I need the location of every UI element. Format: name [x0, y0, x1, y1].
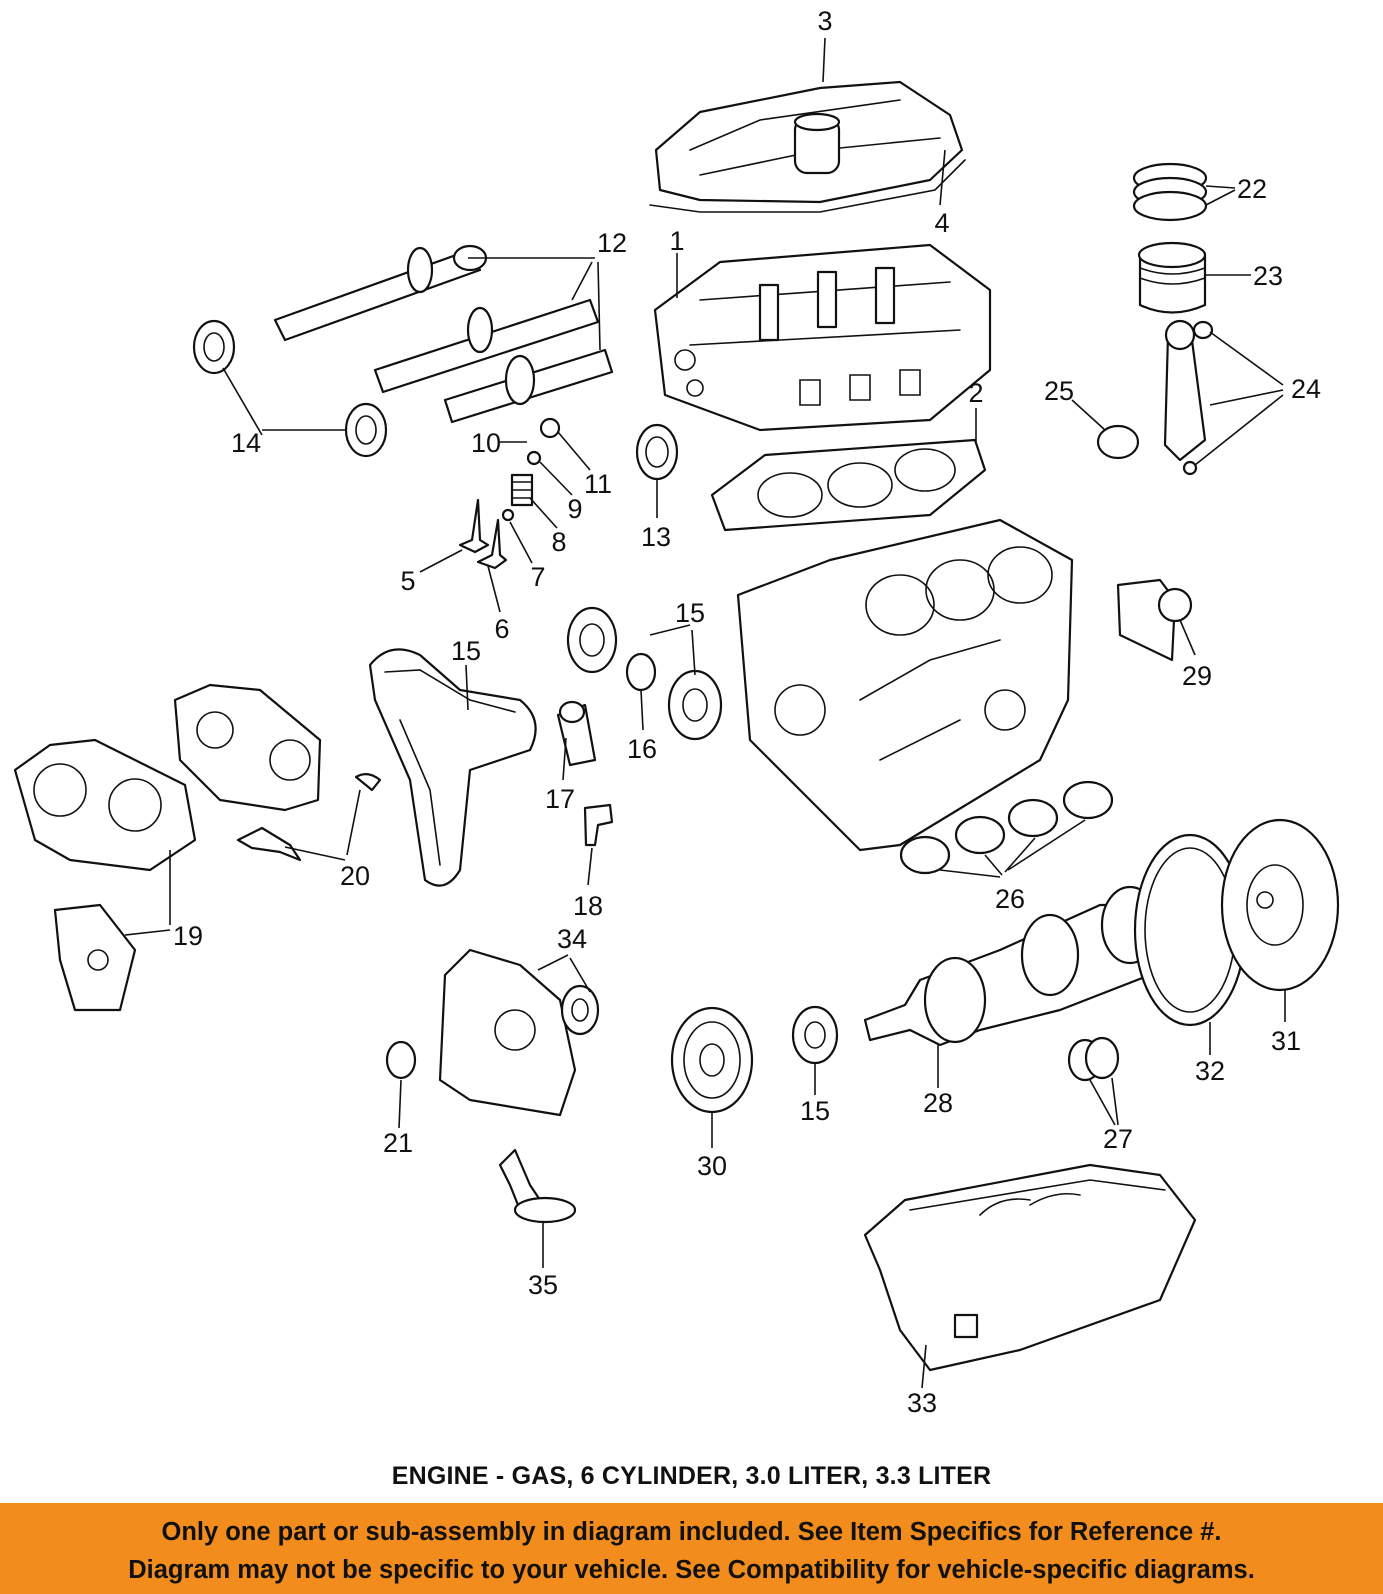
callout-33: 32 [1195, 1056, 1225, 1086]
callout-31: 30 [697, 1151, 727, 1181]
rod-bearing [1096, 424, 1140, 460]
oil-pan [863, 1163, 1197, 1372]
disclaimer-line-1: Only one part or sub-assembly in diagram… [161, 1518, 1222, 1546]
callout-5: 5 [400, 566, 415, 596]
disclaimer-banner: Only one part or sub-assembly in diagram… [0, 1503, 1383, 1594]
callout-15-upper: 15 [675, 598, 705, 628]
callout-4: 4 [934, 208, 949, 238]
callout-9: 9 [567, 494, 582, 524]
crank-pulley [670, 1006, 754, 1114]
thrust-washers [1067, 1036, 1120, 1082]
callout-20: 19 [173, 921, 203, 951]
callout-21: 20 [340, 861, 370, 891]
timing-cover-front [13, 738, 197, 1012]
callout-6: 6 [494, 614, 509, 644]
callout-labels: 3 4 1 2 12 14 10 11 9 8 7 5 6 13 22 23 2… [173, 6, 1321, 1418]
callout-27: 26 [995, 884, 1025, 914]
callout-34: 33 [907, 1388, 937, 1418]
callout-13: 13 [641, 522, 671, 552]
callout-29: 28 [923, 1088, 953, 1118]
timing-cover-inner [173, 683, 322, 812]
callout-16: 15 [451, 636, 481, 666]
engine-exploded-diagram: 3 4 1 2 12 14 10 11 9 8 7 5 6 13 22 23 2… [13, 6, 1340, 1418]
camshafts [273, 244, 614, 424]
timing-pulleys [566, 606, 723, 741]
callout-14: 14 [231, 428, 261, 458]
cylinder-block [736, 518, 1074, 852]
callout-23: 22 [1237, 174, 1267, 204]
valve-cover [649, 80, 966, 213]
callout-12: 12 [597, 228, 627, 258]
callout-22: 21 [383, 1128, 413, 1158]
oil-pump [438, 948, 600, 1117]
callout-32: 31 [1271, 1026, 1301, 1056]
belt-guide-upper [354, 773, 382, 792]
flexplate [1220, 818, 1340, 992]
callout-11: 11 [584, 469, 612, 499]
crank-sensor [583, 803, 614, 847]
callout-3: 3 [817, 6, 832, 36]
callout-19: 18 [573, 891, 603, 921]
pump-seal [385, 1040, 417, 1080]
callout-28: 27 [1103, 1124, 1133, 1154]
belt-tensioner [556, 700, 597, 767]
callout-2: 2 [968, 378, 983, 408]
rear-seal-retainer [1116, 578, 1193, 662]
belt-guide-lower [236, 826, 302, 862]
callout-10: 10 [471, 428, 501, 458]
main-bearings [899, 780, 1114, 875]
oil-pickup [498, 1148, 577, 1224]
callout-18: 17 [545, 784, 575, 814]
valve-train-parts [458, 417, 561, 570]
callout-15-lower: 15 [800, 1096, 830, 1126]
callout-7: 7 [530, 562, 545, 592]
diagram-caption: ENGINE - GAS, 6 CYLINDER, 3.0 LITER, 3.3… [391, 1462, 992, 1490]
cam-seal-lower [344, 402, 388, 458]
piston-rings [1132, 162, 1208, 222]
connecting-rod [1163, 319, 1214, 476]
callout-17: 16 [627, 734, 657, 764]
callout-1: 1 [669, 226, 684, 256]
timing-belt [368, 648, 537, 887]
disclaimer-line-2: Diagram may not be specific to your vehi… [128, 1556, 1255, 1584]
callout-25: 24 [1291, 374, 1321, 404]
callout-35: 34 [557, 924, 587, 954]
piston [1137, 241, 1207, 314]
callout-26: 25 [1044, 376, 1074, 406]
head-gasket [710, 438, 987, 532]
callout-30: 29 [1182, 661, 1212, 691]
leader-lines [124, 37, 1286, 1389]
callout-8: 8 [551, 527, 566, 557]
callout-36: 35 [528, 1270, 558, 1300]
cam-seal-upper [192, 319, 236, 375]
cylinder-head [653, 243, 992, 432]
crank-timing-pulley [791, 1005, 839, 1065]
crank-seal [635, 423, 679, 481]
callout-24: 23 [1253, 261, 1283, 291]
